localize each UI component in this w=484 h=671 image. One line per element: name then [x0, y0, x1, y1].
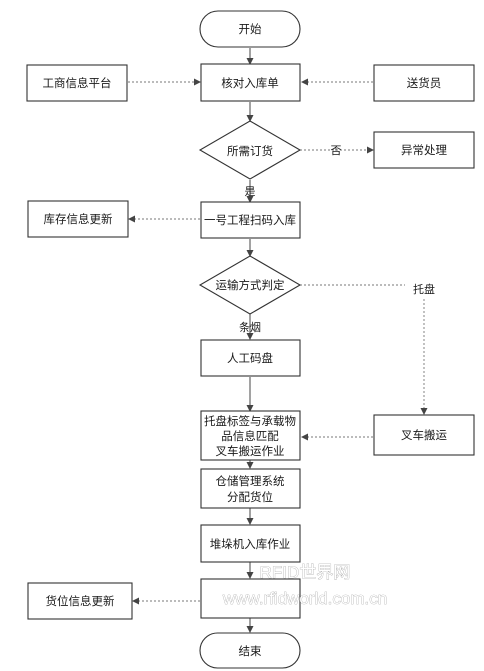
required-goods-label: 所需订货 [227, 144, 273, 158]
watermark-line-1: RFID世界网 [260, 563, 351, 582]
scan-in-node: 一号工程扫码入库 [200, 201, 301, 239]
ic-platform-label: 工商信息平台 [43, 76, 112, 90]
stacker-label: 堆垛机入库作业 [210, 537, 291, 551]
wms-line-2: 分配货位 [227, 490, 273, 504]
edge-label-yes: 是 [245, 185, 256, 198]
edge-label-pallet: 托盘 [413, 282, 435, 296]
pallet-match-line-3: 叉车搬运作业 [216, 444, 285, 458]
required-goods-decision: 所需订货 [198, 120, 302, 180]
end-label: 结束 [239, 644, 262, 658]
wms-line-1: 仓储管理系统 [216, 474, 285, 488]
ic-platform-node: 工商信息平台 [26, 64, 128, 102]
manual-stack-label: 人工码盘 [227, 351, 273, 365]
exception-node: 异常处理 [373, 131, 475, 169]
location-update-step-node [200, 578, 301, 619]
forklift-label: 叉车搬运 [401, 428, 447, 442]
transport-mode-decision: 运输方式判定 [198, 255, 302, 315]
stacker-node: 堆垛机入库作业 [200, 524, 301, 563]
exception-label: 异常处理 [401, 143, 447, 157]
inventory-update-label: 库存信息更新 [44, 212, 113, 226]
start-node: 开始 [199, 10, 301, 48]
pallet-match-line-1: 托盘标签与承载物 [204, 414, 296, 428]
transport-mode-label: 运输方式判定 [216, 278, 285, 292]
end-node: 结束 [199, 632, 301, 669]
courier-label: 送货员 [407, 76, 442, 90]
check-order-node: 核对入库单 [200, 63, 301, 102]
location-update-label: 货位信息更新 [46, 594, 115, 608]
watermark-line-2: www.rfidworld.com.cn [222, 589, 387, 608]
check-order-label: 核对入库单 [221, 76, 279, 90]
forklift-node: 叉车搬运 [373, 414, 475, 456]
scan-in-label: 一号工程扫码入库 [204, 213, 296, 227]
location-update-node: 货位信息更新 [27, 582, 133, 620]
inventory-update-node: 库存信息更新 [27, 200, 129, 238]
manual-stack-node: 人工码盘 [200, 339, 301, 377]
start-label: 开始 [239, 22, 262, 36]
courier-node: 送货员 [373, 64, 475, 102]
pallet-match-node: 托盘标签与承载物 品信息匹配 叉车搬运作业 [200, 410, 301, 461]
pallet-match-line-2: 品信息匹配 [221, 429, 279, 443]
edge-label-cigarette: 条烟 [239, 320, 261, 334]
watermark: RFID世界网 www.rfidworld.com.cn [222, 563, 388, 609]
wms-node: 仓储管理系统 分配货位 [200, 468, 301, 509]
edge-label-no: 否 [331, 144, 342, 157]
side-connectors [128, 78, 428, 605]
